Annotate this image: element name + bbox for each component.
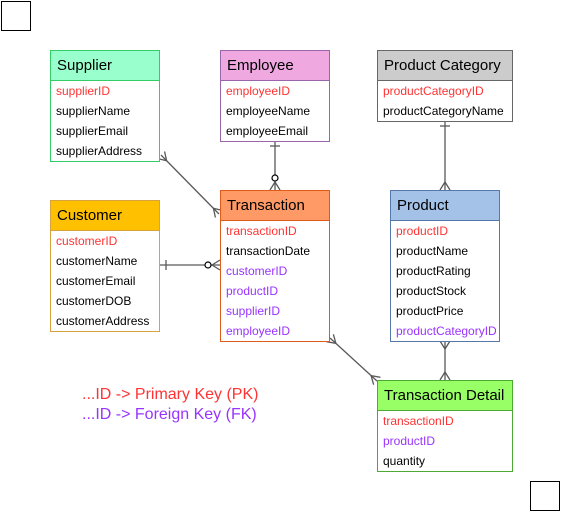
crow-foot bbox=[211, 264, 221, 271]
attribute-field: employeeName bbox=[226, 104, 311, 118]
entity-customer[interactable]: Customer customerID customerName customerEm… bbox=[50, 200, 160, 332]
corner-box-bottom-right[interactable] bbox=[530, 481, 560, 511]
entity-attributes: productCategoryID productCategoryName bbox=[378, 81, 512, 121]
attribute-field: customerName bbox=[56, 254, 138, 268]
crow-foot bbox=[332, 334, 337, 344]
edge-supplier-transaction bbox=[160, 154, 220, 215]
entity-attributes: transactionID transactionDate customerID pr… bbox=[221, 221, 329, 341]
crow-foot bbox=[212, 208, 217, 218]
attribute-field: productCategoryName bbox=[383, 104, 504, 118]
entity-title: Customer bbox=[51, 201, 159, 231]
foreign-key-field: productID bbox=[226, 284, 279, 298]
edge-transaction-transactiondetail bbox=[329, 337, 378, 382]
entity-attributes: transactionID productID quantity bbox=[378, 411, 512, 471]
primary-key-field: customerID bbox=[56, 234, 118, 248]
attribute-field: supplierEmail bbox=[56, 124, 129, 138]
entity-transaction[interactable]: Transaction transactionID transactionDate c… bbox=[220, 190, 330, 342]
primary-key-field: transactionID bbox=[383, 414, 454, 428]
legend-pk: ...ID -> Primary Key (PK) bbox=[82, 386, 259, 403]
entity-attributes: employeeID employeeName employeeEmail bbox=[221, 81, 329, 141]
attribute-field: employeeEmail bbox=[226, 124, 309, 138]
attribute-field: productStock bbox=[396, 284, 467, 298]
crow-foot bbox=[211, 259, 221, 266]
attribute-field: quantity bbox=[383, 454, 426, 468]
entity-title: Transaction bbox=[221, 191, 329, 221]
entity-title: Transaction Detail bbox=[378, 381, 512, 411]
foreign-key-field: supplierID bbox=[226, 304, 281, 318]
entity-supplier[interactable]: Supplier supplierID supplierName supplierEm… bbox=[50, 50, 160, 162]
crow-foot bbox=[444, 181, 451, 191]
attribute-field: customerDOB bbox=[56, 294, 132, 308]
primary-key-field: supplierID bbox=[56, 84, 111, 98]
attribute-field: supplierAddress bbox=[56, 144, 143, 158]
entity-title: Employee bbox=[221, 51, 329, 81]
primary-key-field: transactionID bbox=[226, 224, 297, 238]
attribute-field: productRating bbox=[396, 264, 471, 278]
entity-attributes: supplierID supplierName supplierEmail suppl… bbox=[51, 81, 159, 161]
corner-box-top-left[interactable] bbox=[1, 1, 31, 31]
entity-title: Supplier bbox=[51, 51, 159, 81]
crow-foot bbox=[444, 340, 451, 350]
crow-foot bbox=[370, 374, 381, 378]
optional-marker bbox=[271, 174, 279, 182]
attribute-field: transactionDate bbox=[226, 244, 311, 258]
primary-key-field: productID bbox=[396, 224, 449, 238]
entity-title: Product Category bbox=[378, 51, 512, 81]
attribute-field: productPrice bbox=[396, 304, 464, 318]
crow-foot bbox=[439, 371, 446, 381]
foreign-key-field: employeeID bbox=[226, 324, 291, 338]
entity-attributes: productID productName productRating product… bbox=[391, 221, 499, 341]
crow-foot bbox=[444, 371, 451, 381]
primary-key-field: productCategoryID bbox=[383, 84, 484, 98]
entity-title: Product bbox=[391, 191, 499, 221]
attribute-field: supplierName bbox=[56, 104, 131, 118]
foreign-key-field: productID bbox=[383, 434, 436, 448]
entity-product[interactable]: Product productID productName productRating… bbox=[390, 190, 500, 342]
attribute-field: productName bbox=[396, 244, 469, 258]
optional-marker bbox=[204, 261, 212, 269]
legend-fk: ...ID -> Foreign Key (FK) bbox=[82, 406, 257, 423]
crow-foot bbox=[370, 375, 375, 385]
crow-foot bbox=[439, 181, 446, 191]
attribute-field: customerAddress bbox=[56, 314, 150, 328]
crow-foot bbox=[439, 340, 446, 350]
crow-foot bbox=[163, 151, 168, 161]
entity-employee[interactable]: Employee employeeID employeeName employeeEm… bbox=[220, 50, 330, 142]
entity-transaction-detail[interactable]: Transaction Detail transactionID productID… bbox=[377, 380, 513, 472]
primary-key-field: employeeID bbox=[226, 84, 291, 98]
entity-attributes: customerID customerName customerEmail custo… bbox=[51, 231, 159, 331]
foreign-key-field: productCategoryID bbox=[396, 324, 497, 338]
crow-foot bbox=[274, 181, 281, 191]
crow-foot bbox=[269, 181, 276, 191]
attribute-field: customerEmail bbox=[56, 274, 136, 288]
foreign-key-field: customerID bbox=[226, 264, 288, 278]
